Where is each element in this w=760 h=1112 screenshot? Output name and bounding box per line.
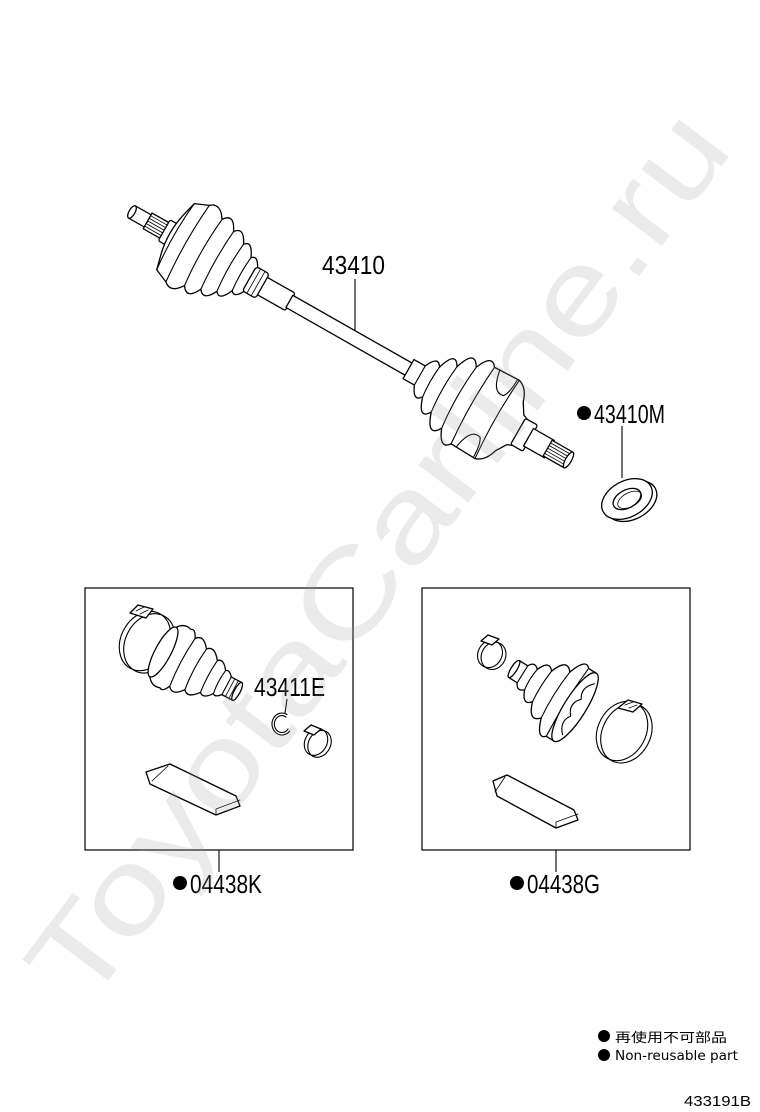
outer-cv-joint-boot bbox=[156, 203, 259, 297]
outer-boot-neck-clamp bbox=[242, 266, 269, 298]
non-reusable-marker-icon bbox=[173, 876, 187, 890]
drive-shaft-assembly bbox=[127, 203, 575, 469]
inner-boot bbox=[507, 659, 599, 743]
legend-marker-icon bbox=[598, 1030, 610, 1042]
inner-splines bbox=[542, 439, 575, 469]
snap-ring bbox=[271, 712, 291, 736]
snap-ring-leader-line bbox=[284, 698, 288, 714]
small-boot-clamp-right bbox=[476, 634, 507, 671]
non-reusable-marker-icon bbox=[510, 876, 524, 890]
legend-marker-icon bbox=[598, 1049, 610, 1061]
inner-boot-kit-part-number: 04438G bbox=[527, 869, 600, 899]
small-boot-clamp-left bbox=[303, 724, 332, 758]
large-boot-clamp-right bbox=[595, 699, 653, 764]
illustration-code: 433191B bbox=[684, 1093, 751, 1110]
legend: 再使用不可部品 Non-reusable part bbox=[598, 1030, 738, 1064]
legend-label-en: Non-reusable part bbox=[615, 1049, 738, 1064]
outer-boot bbox=[147, 624, 244, 702]
grease-pack-left bbox=[145, 763, 241, 816]
grease-pack-right bbox=[492, 774, 579, 829]
legend-label-jp: 再使用不可部品 bbox=[615, 1030, 727, 1046]
oil-seal bbox=[601, 478, 658, 523]
outer-boot-kit-part-number: 04438K bbox=[190, 869, 263, 899]
non-reusable-marker-icon bbox=[577, 406, 591, 420]
drive-shaft-part-number: 43410 bbox=[322, 250, 385, 280]
seal-part-number: 43410M bbox=[594, 399, 665, 429]
snap-ring-part-number: 43411E bbox=[254, 672, 325, 702]
